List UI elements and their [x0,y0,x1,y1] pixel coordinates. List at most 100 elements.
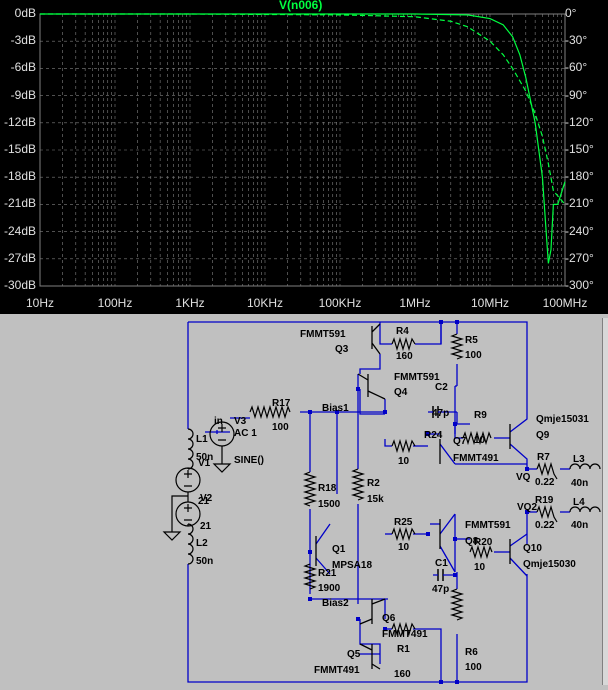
q8-label: Q8 [465,536,479,547]
r9-value: 10 [474,435,486,446]
v2-value: 21 [200,521,212,532]
y-right-tick-label: -150° [565,142,594,156]
q5-label: Q5 [347,649,361,660]
trace-label[interactable]: V(n006) [279,0,323,12]
y-left-tick-label: -15dB [3,142,36,156]
r24-value: 10 [398,456,410,467]
y-left-tick-label: -9dB [10,87,36,102]
q6-label: Q6 [382,613,396,624]
phase-trace [40,13,566,205]
y-right-tick-label: -60° [565,60,588,75]
l3-label: L3 [573,454,585,465]
schematic-pane[interactable]: FMMT591 Q3 R4 160 R5 100 FMMT591 Q4 C2 4… [0,314,608,685]
magnitude-trace [40,13,566,264]
resistors [249,333,558,637]
q10-label: Q10 [523,543,542,554]
r9-label: R9 [474,410,487,421]
c1-value: 47p [432,584,449,595]
c1-label: C1 [435,558,448,569]
y-left-tick-label: -18dB [3,169,36,184]
r21-label: R21 [318,568,337,579]
bias2-label: Bias2 [322,598,349,609]
l2-value: 50n [196,556,213,567]
y-left-tick-label: -21dB [3,196,36,211]
y-left-tick-label: -3dB [10,33,36,48]
l2-label: L2 [196,538,208,549]
r2-label: R2 [367,478,380,489]
y-left-tick-label: -12dB [3,114,36,129]
x-tick-label: 100Hz [97,296,133,310]
plot-canvas [39,13,566,287]
component-labels: FMMT591 Q3 R4 160 R5 100 FMMT591 Q4 C2 4… [196,326,589,680]
schematic-canvas: FMMT591 Q3 R4 160 R5 100 FMMT591 Q4 C2 4… [162,320,601,684]
vq-label: VQ [516,472,531,483]
y-right-tick-label: -120° [565,114,594,129]
x-tick-label: 1MHz [399,296,431,310]
c2-value: 47p [432,408,449,419]
x-tick-label: 100MHz [542,296,588,310]
l4-value: 40n [571,520,588,531]
r25-label: R25 [394,517,413,528]
r25-value: 10 [398,542,410,553]
r17-label: R17 [272,398,291,409]
q4-label: Q4 [394,387,408,398]
q4-part-label: FMMT591 [394,372,440,383]
y-right-tick-label: -270° [565,250,594,265]
y-left-tick-label: -6dB [10,60,36,75]
r6-label: R6 [465,647,478,658]
y-right-tick-label: -30° [565,33,588,48]
r19-label: R19 [535,495,554,506]
x-tick-label: 10KHz [246,296,284,310]
q6-part-label: FMMT491 [382,629,428,640]
c2-label: C2 [435,382,448,393]
y-right-tick-label: 0° [565,6,577,20]
voltage-sources [162,421,235,541]
y-right-tick-label: -210° [565,196,594,211]
junctions [308,320,529,684]
q9-part-label: Qmje15031 [536,414,589,425]
y-right-tick-label: -240° [565,223,594,238]
r21-value: 1900 [318,583,341,594]
q1-label: Q1 [332,544,346,555]
y-left-tick-label: -27dB [3,250,36,265]
schematic-scrollbar[interactable] [602,318,608,685]
x-tick-label: 10Hz [25,296,54,310]
r18-label: R18 [318,483,337,494]
r24-label: R24 [424,430,443,441]
r7-value: 0.22 [535,477,555,488]
vq2-label: VQ2 [517,502,537,513]
v3-label: V3 [234,416,247,427]
y-left-tick-label: -24dB [3,223,36,238]
y-right-tick-label: -180° [565,169,594,184]
y-left-tick-label: -30dB [3,278,36,292]
r20-value: 10 [474,562,486,573]
y-right-tick-label: -90° [565,87,588,102]
q10-part-label: Qmje15030 [523,559,576,570]
v1-label: V1 [198,458,211,469]
x-tick-label: 10MHz [470,296,509,310]
bode-plot[interactable]: V(n006) 0dB -3dB -6dB -9dB -12dB -15dB -18dB -2… [0,0,608,314]
r7-label: R7 [537,452,550,463]
r19-value: 0.22 [535,520,555,531]
q5-part-label: FMMT491 [314,665,360,676]
l1-label: L1 [196,434,208,445]
q7-label: Q7 [453,436,467,447]
q8-part-label: FMMT591 [465,520,511,531]
inductors [187,428,601,565]
transistors [315,323,511,670]
r4-label: R4 [396,326,409,337]
sine-label: SINE() [234,455,264,466]
q9-label: Q9 [536,430,550,441]
r1-value: 160 [394,669,411,680]
bias1-label: Bias1 [322,403,349,414]
y-left-tick-label: 0dB [14,6,36,20]
q1-part-label: MPSA18 [332,560,372,571]
r18-value: 1500 [318,499,341,510]
r1-label: R1 [397,644,410,655]
l4-label: L4 [573,497,585,508]
v2-label: V2 [200,493,213,504]
r2-value: 15k [367,494,384,505]
q3-label: Q3 [335,344,349,355]
q3-part-label: FMMT591 [300,329,346,340]
r4-value: 160 [396,351,413,362]
